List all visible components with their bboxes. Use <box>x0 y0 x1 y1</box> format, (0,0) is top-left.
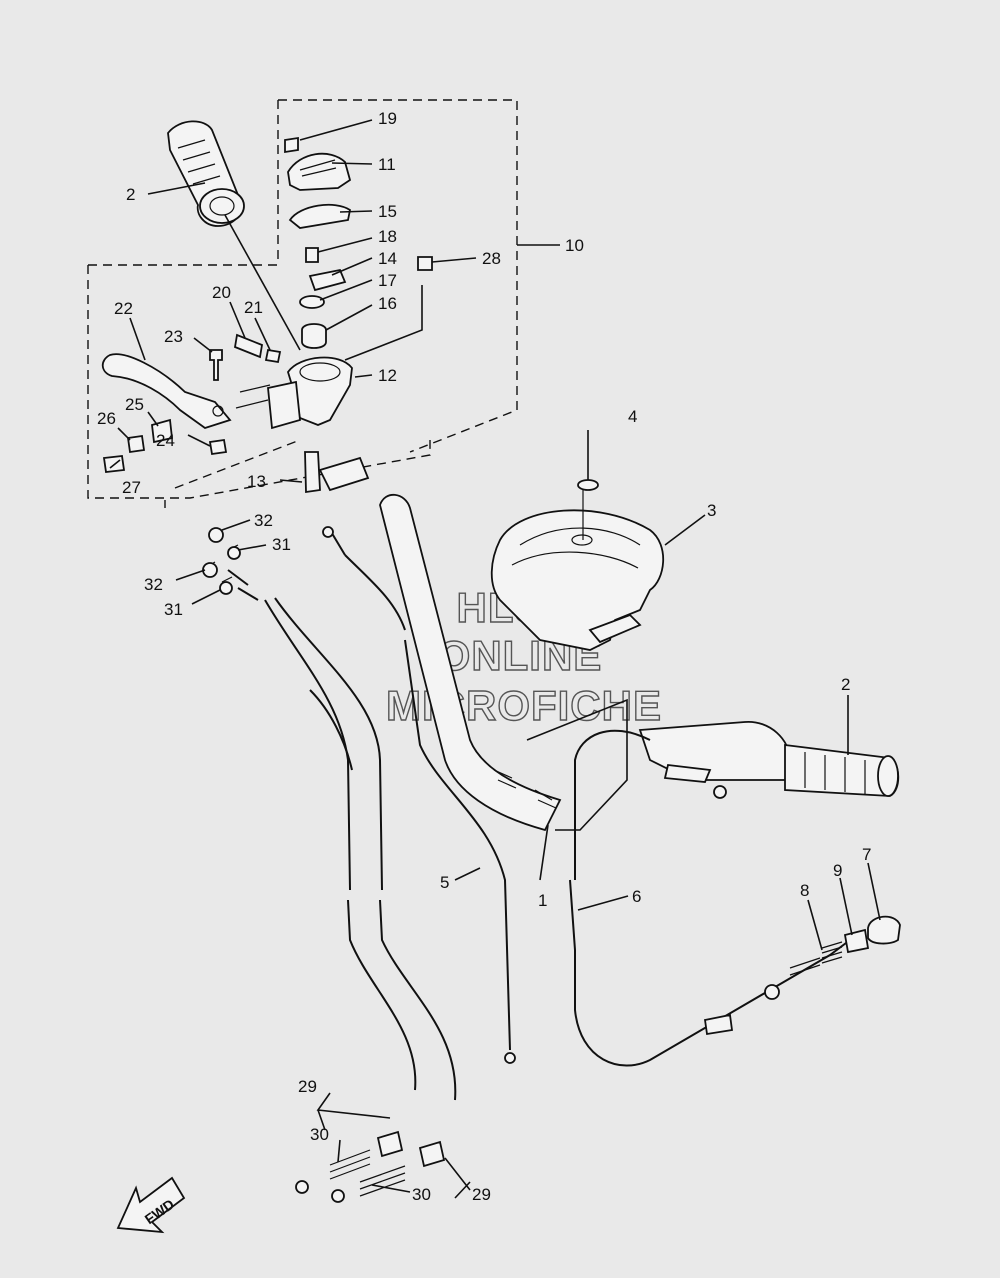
callout-31-upper: 31 <box>272 535 291 554</box>
callout-24: 24 <box>156 431 175 450</box>
callout-10: 10 <box>565 236 584 255</box>
callout-3: 3 <box>707 501 716 520</box>
callout-30-upper: 30 <box>310 1125 329 1144</box>
callout-31-lower: 31 <box>164 600 183 619</box>
fwd-arrow-icon: FWD <box>116 1176 186 1234</box>
callout-28: 28 <box>482 249 501 268</box>
top-sub-assembly-box <box>277 99 518 453</box>
assembly-boxes <box>87 99 518 508</box>
left-grip <box>167 120 245 227</box>
throttle-grip <box>638 721 900 799</box>
callout-32-upper: 32 <box>254 511 273 530</box>
callout-29-upper: 29 <box>298 1077 317 1096</box>
callout-8: 8 <box>800 881 809 900</box>
lower-bracket-outline <box>164 439 301 508</box>
callout-2-right-grip: 2 <box>841 675 850 694</box>
callout-29-lower: 29 <box>472 1185 491 1204</box>
callout-5: 5 <box>440 873 449 892</box>
switch-cover-parts <box>284 136 433 349</box>
callout-4: 4 <box>628 407 637 426</box>
callout-14: 14 <box>378 249 397 268</box>
callout-21: 21 <box>244 298 263 317</box>
clutch-lever <box>101 353 232 429</box>
callout-6: 6 <box>632 887 641 906</box>
callout-23: 23 <box>164 327 183 346</box>
callout-19: 19 <box>378 109 397 128</box>
callout-30-lower: 30 <box>412 1185 431 1204</box>
callout-15: 15 <box>378 202 397 221</box>
callout-13: 13 <box>247 472 266 491</box>
callout-7: 7 <box>862 845 871 864</box>
callout-16: 16 <box>378 294 397 313</box>
callout-1: 1 <box>538 891 547 910</box>
callout-9: 9 <box>833 861 842 880</box>
lever-assembly-box <box>87 264 431 499</box>
throttle-housing <box>490 479 665 651</box>
callout-25: 25 <box>125 395 144 414</box>
cables <box>227 529 851 1101</box>
callout-18: 18 <box>378 227 397 246</box>
callout-2-left-grip: 2 <box>126 185 135 204</box>
cable-end-parts <box>202 526 516 1203</box>
leader-lines <box>109 119 881 1199</box>
disc-4-shape <box>577 479 599 491</box>
handlebar <box>379 493 628 832</box>
callout-22: 22 <box>114 299 133 318</box>
callout-17: 17 <box>378 271 397 290</box>
callout-11: 11 <box>378 155 396 174</box>
callout-27: 27 <box>122 478 141 497</box>
callout-32-lower: 32 <box>144 575 163 594</box>
callout-26: 26 <box>97 409 116 428</box>
lever-holder <box>235 356 370 494</box>
callout-20: 20 <box>212 283 231 302</box>
cable-adjuster-parts <box>703 915 901 1036</box>
callout-12: 12 <box>378 366 397 385</box>
callout-labels: 1 2 2 3 4 5 6 7 8 9 10 11 12 13 14 15 16… <box>97 109 871 1204</box>
